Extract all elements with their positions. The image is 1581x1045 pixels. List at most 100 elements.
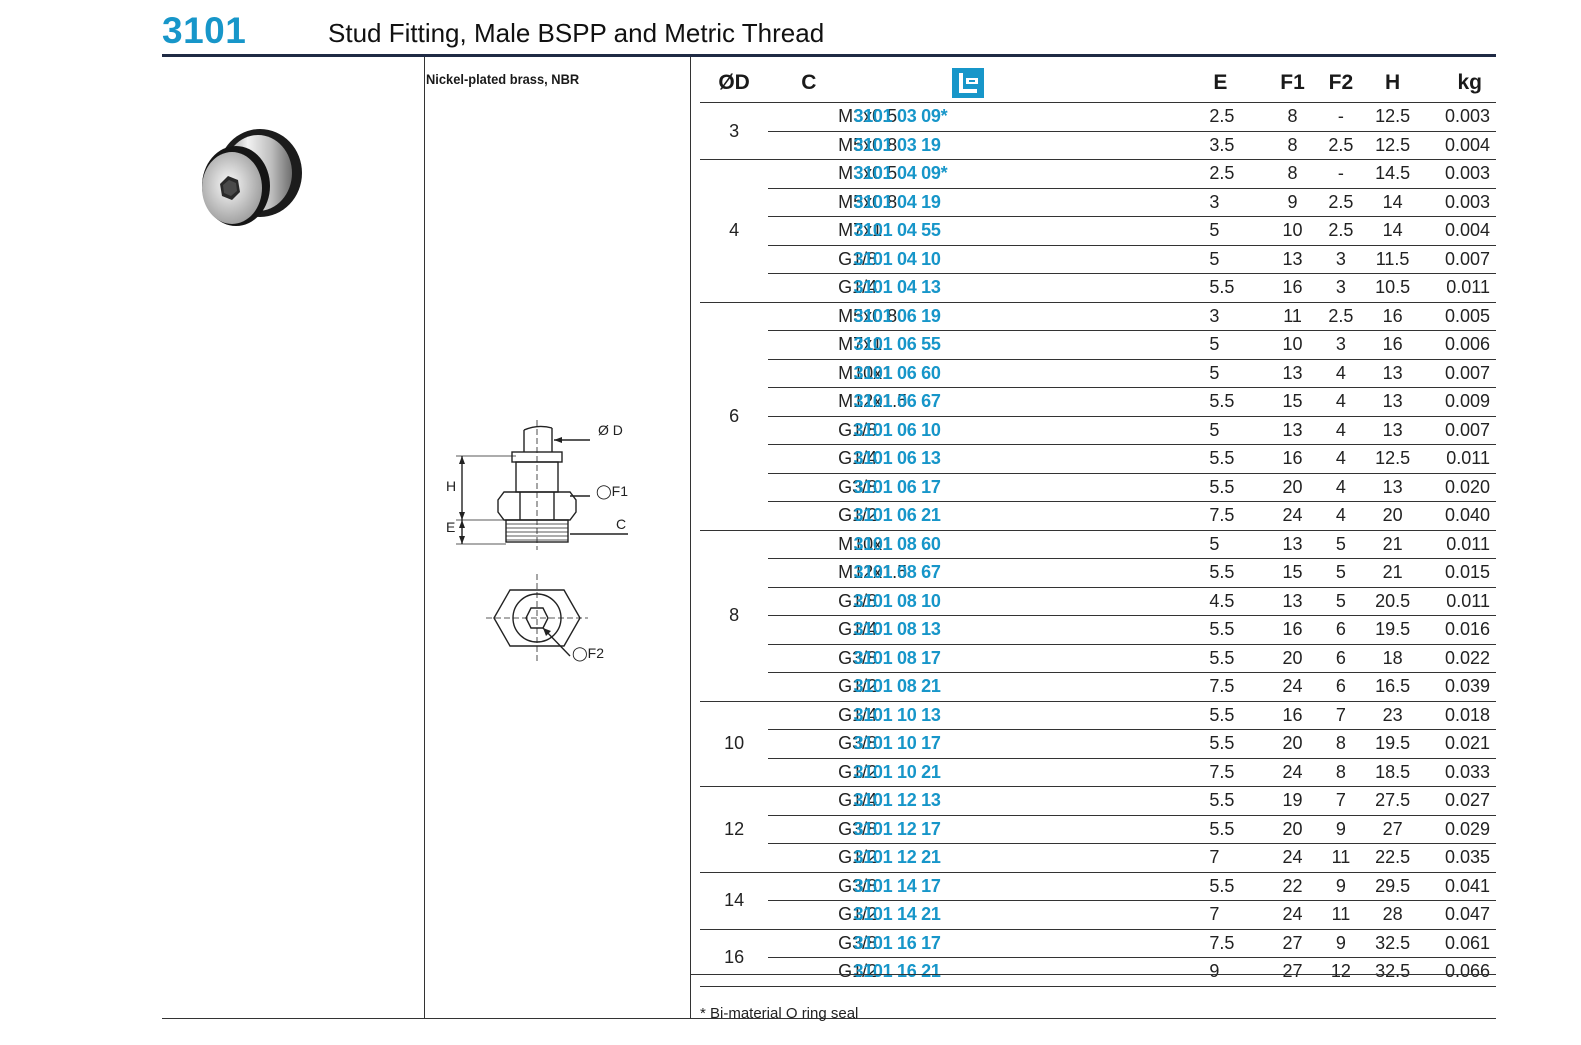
cell-f2: 5 bbox=[1315, 587, 1367, 616]
order-code-cell: 3101 06 60 bbox=[849, 359, 1202, 388]
catalog-code-icon bbox=[951, 68, 984, 98]
cell-f1: 24 bbox=[1269, 672, 1316, 702]
label-h: H bbox=[446, 478, 456, 494]
od-group-cell: 16 bbox=[700, 929, 769, 987]
cell-e: 5.5 bbox=[1201, 729, 1270, 759]
cell-h: 14 bbox=[1366, 188, 1419, 217]
cell-c: M10x1 bbox=[768, 530, 892, 559]
label-f1: ◯F1 bbox=[596, 483, 628, 500]
cell-e: 5 bbox=[1201, 530, 1270, 559]
cell-kg: 0.047 bbox=[1418, 900, 1496, 930]
order-code-cell: 3101 10 21 bbox=[849, 758, 1202, 787]
cell-kg: 0.018 bbox=[1418, 701, 1496, 730]
cell-e: 5 bbox=[1201, 245, 1270, 274]
cell-e: 2.5 bbox=[1201, 102, 1270, 132]
header-od: ØD bbox=[700, 64, 769, 103]
od-group-cell: 3 bbox=[700, 102, 769, 160]
cell-h: 13 bbox=[1366, 416, 1419, 445]
cell-kg: 0.006 bbox=[1418, 330, 1496, 360]
cell-h: 12.5 bbox=[1366, 444, 1419, 474]
cell-kg: 0.004 bbox=[1418, 216, 1496, 246]
label-f2: ◯F2 bbox=[572, 645, 604, 662]
cell-f2: 7 bbox=[1315, 786, 1367, 816]
cell-h: 18 bbox=[1366, 644, 1419, 673]
material-label: Nickel-plated brass, NBR bbox=[426, 71, 580, 87]
cell-c: G1/4 bbox=[768, 786, 877, 816]
order-code-cell: 3101 12 21 bbox=[849, 843, 1202, 873]
order-code-cell: 3101 06 67 bbox=[849, 387, 1202, 417]
cell-e: 7 bbox=[1201, 900, 1270, 930]
order-code-cell: 3101 06 13 bbox=[849, 444, 1202, 474]
cell-c: G3/8 bbox=[768, 729, 877, 759]
cell-kg: 0.041 bbox=[1418, 872, 1496, 901]
cell-f1: 8 bbox=[1269, 102, 1316, 132]
header-c: C bbox=[768, 64, 850, 103]
order-code-cell: 3101 03 19 bbox=[849, 131, 1202, 160]
cell-kg: 0.015 bbox=[1418, 558, 1496, 588]
order-code-cell: 3101 08 10 bbox=[849, 587, 1202, 616]
footer-rule bbox=[690, 974, 1496, 975]
od-group-cell: 8 bbox=[700, 530, 769, 702]
cell-e: 5.5 bbox=[1201, 815, 1270, 844]
cell-f1: 10 bbox=[1269, 216, 1316, 246]
order-code-cell: 3101 08 17 bbox=[849, 644, 1202, 673]
cell-e: 5 bbox=[1201, 416, 1270, 445]
cell-f1: 16 bbox=[1269, 273, 1316, 303]
cell-e: 7 bbox=[1201, 843, 1270, 873]
cell-kg: 0.021 bbox=[1418, 729, 1496, 759]
cell-f2: 2.5 bbox=[1315, 131, 1367, 160]
od-group-cell: 14 bbox=[700, 872, 769, 930]
cell-f2: 4 bbox=[1315, 501, 1367, 531]
order-code-cell: 3101 06 21 bbox=[849, 501, 1202, 531]
cell-f1: 27 bbox=[1269, 929, 1316, 958]
cell-f2: 4 bbox=[1315, 387, 1367, 417]
cell-c: G1/2 bbox=[768, 501, 877, 531]
cell-c: G3/8 bbox=[768, 872, 877, 901]
cell-f1: 13 bbox=[1269, 245, 1316, 274]
cell-kg: 0.040 bbox=[1418, 501, 1496, 531]
cell-e: 5.5 bbox=[1201, 558, 1270, 588]
cell-h: 19.5 bbox=[1366, 729, 1419, 759]
cell-c: G3/8 bbox=[768, 929, 877, 958]
cell-f2: 4 bbox=[1315, 416, 1367, 445]
column-divider-left bbox=[424, 57, 425, 1019]
order-code-cell: 3101 14 21 bbox=[849, 900, 1202, 930]
footnote: * Bi-material O ring seal bbox=[700, 1005, 859, 1022]
cell-f2: 2.5 bbox=[1315, 188, 1367, 217]
cell-h: 13 bbox=[1366, 387, 1419, 417]
cell-c: M5x0.8 bbox=[768, 302, 897, 331]
order-code-cell: 3101 12 13 bbox=[849, 786, 1202, 816]
cell-h: 21 bbox=[1366, 530, 1419, 559]
cell-e: 9 bbox=[1201, 957, 1270, 987]
cell-e: 5.5 bbox=[1201, 444, 1270, 474]
header-rule bbox=[162, 54, 1496, 57]
header-code bbox=[849, 64, 1202, 103]
cell-c: G1/4 bbox=[768, 273, 877, 303]
cell-h: 20.5 bbox=[1366, 587, 1419, 616]
order-code-cell: 3101 16 21 bbox=[849, 957, 1202, 987]
label-c: C bbox=[616, 516, 626, 532]
cell-f2: 4 bbox=[1315, 359, 1367, 388]
cell-f2: 4 bbox=[1315, 444, 1367, 474]
cell-kg: 0.029 bbox=[1418, 815, 1496, 844]
page-title: Stud Fitting, Male BSPP and Metric Threa… bbox=[328, 18, 825, 48]
cell-c: G1/8 bbox=[768, 245, 877, 274]
cell-e: 7.5 bbox=[1201, 929, 1270, 958]
order-code-cell: 3101 14 17 bbox=[849, 872, 1202, 901]
dimension-drawing: Ø D ◯F1 C H E ◯F2 bbox=[446, 420, 628, 662]
header-kg: kg bbox=[1418, 64, 1496, 103]
order-code-cell: 3101 08 67 bbox=[849, 558, 1202, 588]
